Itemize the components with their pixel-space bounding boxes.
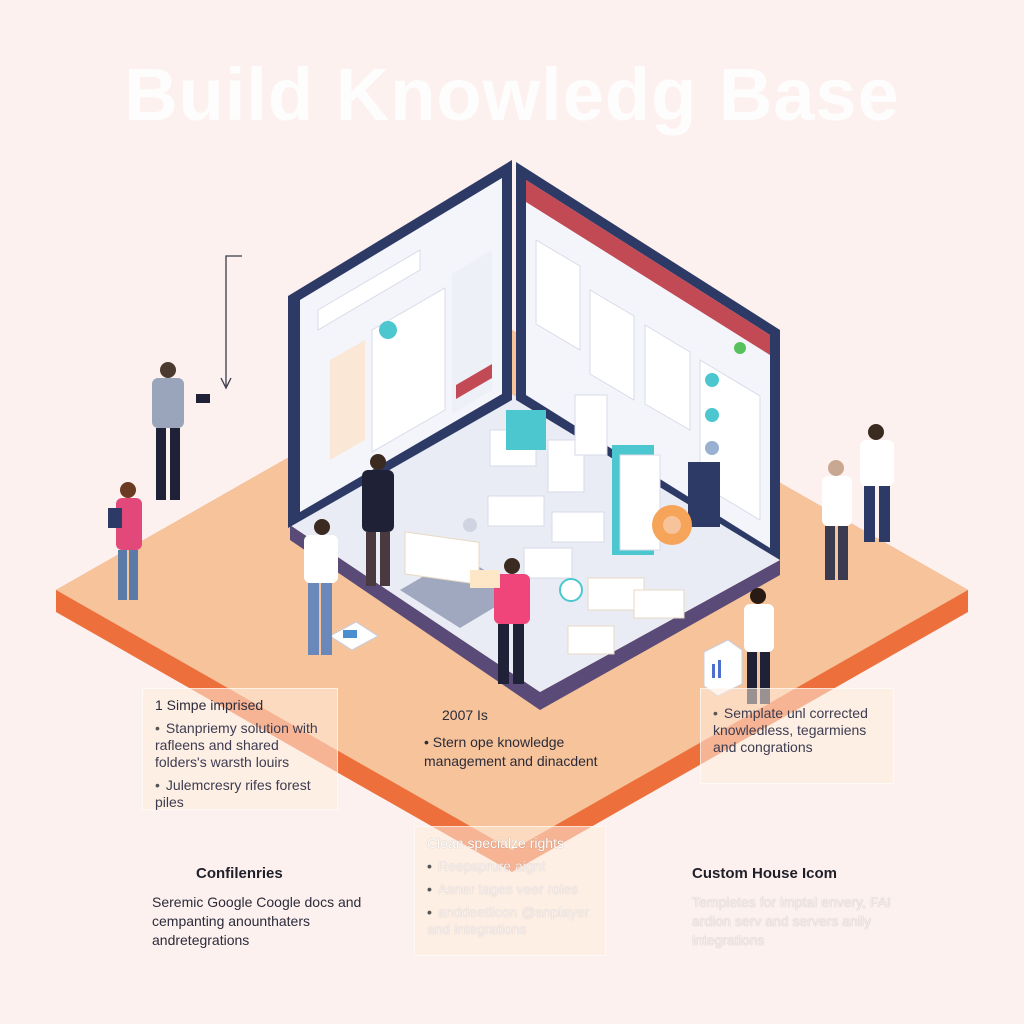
- avatar-icon: [379, 321, 397, 339]
- floating-documents: [404, 394, 720, 655]
- chart-icon: [703, 639, 743, 697]
- left-screen: [288, 160, 512, 528]
- person-right-phone: [744, 588, 774, 704]
- callout-bottom-center-item: •Asner tages veer roles: [427, 881, 578, 897]
- callout-bottom-center: Clean specialze rights •Reepsprure aignt…: [414, 826, 606, 956]
- callout-bottom-center-item: •Reepsprure aignt: [427, 858, 546, 874]
- person-standing-phone: [152, 362, 210, 500]
- section-right-body: Templetes for imptal envery, FAI ardion …: [692, 894, 891, 948]
- section-left-body: Seremic Google Coogle docs and cempantin…: [152, 894, 362, 948]
- section-left-title: Confilenries: [196, 865, 283, 882]
- folder-icon: [329, 621, 379, 651]
- callout-right: •Semplate unl corrected knowledless, teg…: [700, 688, 894, 784]
- person-tablet: [108, 482, 142, 600]
- gear-icon: [652, 505, 692, 545]
- person-dark-jacket: [362, 454, 394, 586]
- section-right: Custom House Icom Templetes for imptal e…: [692, 864, 898, 950]
- section-left: Confilenries Seremic Google Coogle docs …: [152, 864, 366, 950]
- person-pink-shirt: [470, 558, 530, 684]
- person-white-shirt-left: [304, 519, 338, 655]
- person-right-front: [822, 460, 852, 580]
- arrow-line: [220, 255, 242, 390]
- callout-bottom-center-item: •anddeetlicon @anplayer and integrations: [427, 904, 590, 937]
- callout-right-item: •Semplate unl corrected knowledless, teg…: [713, 705, 868, 755]
- callout-left: 1 Simpe imprised •Stanpriemy solution wi…: [142, 688, 338, 810]
- callout-bottom-center-title: Clean specialze rights: [427, 835, 564, 851]
- callout-left-item: •Julemcresry rifes forest piles: [155, 777, 311, 810]
- hero-title: Build Knowledg Base: [124, 53, 900, 136]
- callout-center-item: • Stern ope knowledge management and din…: [424, 734, 598, 769]
- section-right-title: Custom House Icom: [692, 865, 838, 882]
- person-right-back: [860, 424, 894, 542]
- callout-center-pretitle: 2007 Is: [442, 707, 488, 723]
- callout-center: 2007 Is • Stern ope knowledge management…: [424, 706, 600, 771]
- callout-left-item: •Stanpriemy solution with rafleens and s…: [155, 720, 318, 770]
- callout-left-title: 1 Simpe imprised: [155, 697, 264, 713]
